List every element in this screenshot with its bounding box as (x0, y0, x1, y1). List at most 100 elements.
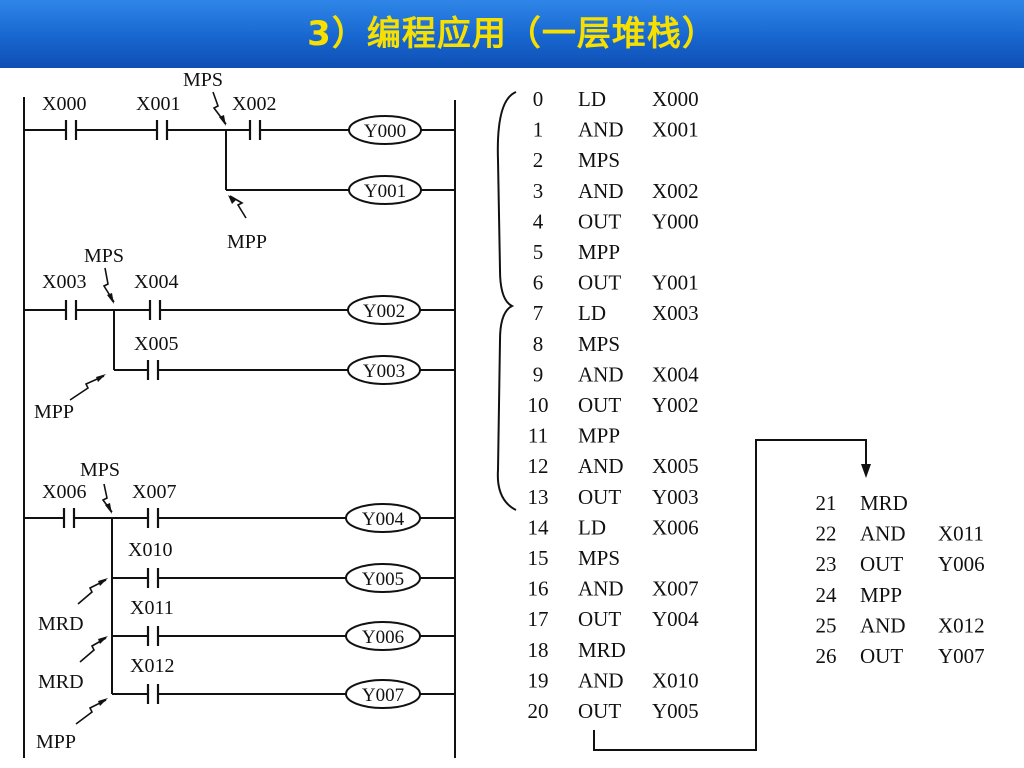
contact-x000 (64, 120, 78, 140)
label-x003: X003 (42, 271, 86, 293)
coil-label-y007: Y007 (362, 685, 404, 706)
coil-label-y006: Y006 (362, 627, 404, 648)
step-number: 12 (528, 454, 549, 478)
step-number: 25 (816, 613, 837, 637)
instruction-row: 2 MPS (533, 148, 620, 172)
step-number: 17 (528, 607, 549, 631)
step-number: 22 (816, 522, 837, 546)
mps-pointer-arrow-2 (102, 267, 115, 303)
step-number: 19 (528, 668, 549, 692)
label-x002: X002 (232, 93, 276, 115)
contact-x006 (62, 508, 76, 528)
continuation-arrow (593, 439, 867, 751)
label-x010: X010 (128, 539, 172, 561)
instruction-operand: Y004 (652, 607, 699, 631)
mrd-pointer-arrow-1 (77, 579, 107, 605)
label-x000: X000 (42, 93, 86, 115)
instruction-op: MPP (578, 424, 620, 448)
instruction-operand: X003 (652, 301, 699, 325)
label-x005: X005 (134, 333, 178, 355)
contact-x001 (155, 120, 169, 140)
step-number: 1 (533, 118, 544, 142)
coil-y003 (347, 355, 421, 385)
contact-x007 (146, 508, 160, 528)
label-mrd-2: MRD (38, 671, 84, 693)
contact-x012 (146, 684, 160, 704)
instruction-operand: X005 (652, 454, 699, 478)
coil-y004 (345, 503, 421, 533)
instruction-op: OUT (578, 485, 621, 509)
instruction-op: OUT (578, 607, 621, 631)
step-number: 0 (533, 87, 544, 111)
instruction-op: AND (578, 179, 624, 203)
slide-title: 3）编程应用（一层堆栈） (307, 14, 717, 54)
mps-pointer-arrow-1 (212, 91, 227, 125)
step-number: 2 (533, 148, 544, 172)
instruction-op: AND (578, 362, 624, 386)
instruction-op: OUT (860, 644, 903, 668)
label-mpp-1: MPP (227, 231, 267, 253)
coil-label-y004: Y004 (362, 509, 405, 530)
contact-x004 (148, 300, 162, 320)
mpp-pointer-arrow-1 (229, 195, 247, 219)
step-number: 5 (533, 240, 544, 264)
contact-x005 (146, 360, 160, 380)
coil-label-y000: Y000 (364, 121, 406, 142)
instruction-operand: Y000 (652, 209, 699, 233)
step-number: 10 (528, 393, 549, 417)
step-number: 4 (533, 209, 544, 233)
contact-x002 (248, 120, 262, 140)
coil-y007 (345, 679, 421, 709)
step-number: 6 (533, 271, 544, 295)
instruction-op: OUT (860, 552, 903, 576)
instruction-op: AND (578, 118, 624, 142)
step-number: 18 (528, 638, 549, 662)
coil-y006 (345, 621, 421, 651)
label-x011: X011 (130, 597, 174, 619)
instruction-row: 12 AND X005 (528, 454, 699, 478)
coil-y000 (348, 115, 422, 145)
step-number: 11 (528, 424, 548, 448)
instruction-op: MPS (578, 148, 620, 172)
instruction-operand: X007 (652, 577, 699, 601)
step-number: 23 (816, 552, 837, 576)
step-number: 9 (533, 362, 544, 386)
step-number: 16 (528, 577, 549, 601)
instruction-op: AND (860, 522, 906, 546)
instruction-op: OUT (578, 393, 621, 417)
coil-y001 (348, 175, 422, 205)
instruction-operand: Y006 (938, 552, 985, 576)
contact-x010 (146, 568, 160, 588)
instruction-operand: X000 (652, 87, 699, 111)
label-mpp-3: MPP (36, 731, 76, 753)
coil-label-y002: Y002 (363, 301, 405, 322)
label-x006: X006 (42, 481, 86, 503)
instruction-op: AND (578, 454, 624, 478)
coil-y005 (345, 563, 421, 593)
instruction-op: LD (578, 301, 606, 325)
instruction-op: LD (578, 515, 606, 539)
title-bar: 3）编程应用（一层堆栈） (0, 0, 1024, 68)
instruction-op: AND (578, 668, 624, 692)
instruction-operand: X012 (938, 613, 985, 637)
step-number: 20 (528, 699, 549, 723)
instruction-op: MRD (860, 491, 908, 515)
instruction-op: MPP (578, 240, 620, 264)
instruction-operand: Y003 (652, 485, 699, 509)
mpp-pointer-arrow-3 (75, 699, 107, 725)
label-mrd-1: MRD (38, 613, 84, 635)
label-x012: X012 (130, 655, 174, 677)
